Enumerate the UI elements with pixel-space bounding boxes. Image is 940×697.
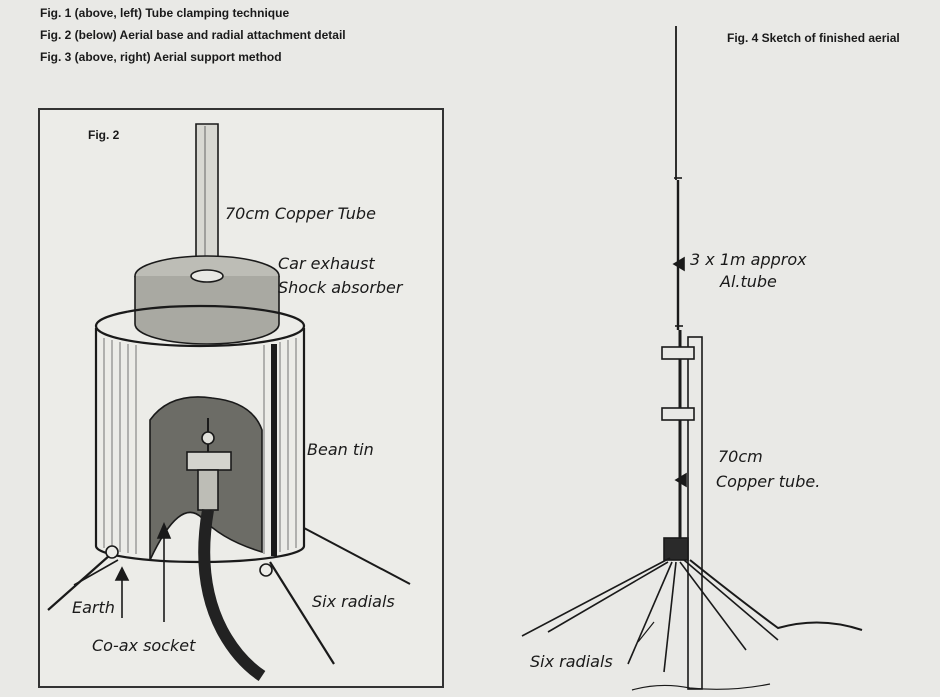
fig2-label: Fig. 2 — [88, 128, 120, 142]
label-coax-socket: Co-ax socket — [92, 636, 196, 655]
caption-fig4: Fig. 4 Sketch of finished aerial — [727, 31, 900, 45]
label-copper-tube: 70cm Copper Tube — [225, 204, 376, 223]
fig4-drawing — [521, 26, 863, 691]
label-al-tube-size: 3 x 1m approx — [690, 250, 807, 269]
label-earth: Earth — [72, 598, 115, 617]
label-bean-tin: Bean tin — [307, 440, 374, 459]
label-70cm: 70cm — [718, 447, 763, 466]
label-copper-tube-fig4: Copper tube. — [716, 472, 821, 491]
label-exhaust: Car exhaust — [278, 254, 375, 273]
label-six-radials-fig2: Six radials — [312, 592, 395, 611]
label-al-tube: Al.tube — [720, 272, 777, 291]
caption-fig3: Fig. 3 (above, right) Aerial support met… — [40, 50, 282, 64]
figure-captions: Fig. 1 (above, left) Tube clamping techn… — [40, 6, 346, 72]
caption-fig1: Fig. 1 (above, left) Tube clamping techn… — [40, 6, 290, 20]
label-six-radials-fig4: Six radials — [530, 652, 613, 671]
label-shock-absorber: Shock absorber — [278, 278, 403, 297]
caption-fig2: Fig. 2 (below) Aerial base and radial at… — [40, 28, 346, 42]
